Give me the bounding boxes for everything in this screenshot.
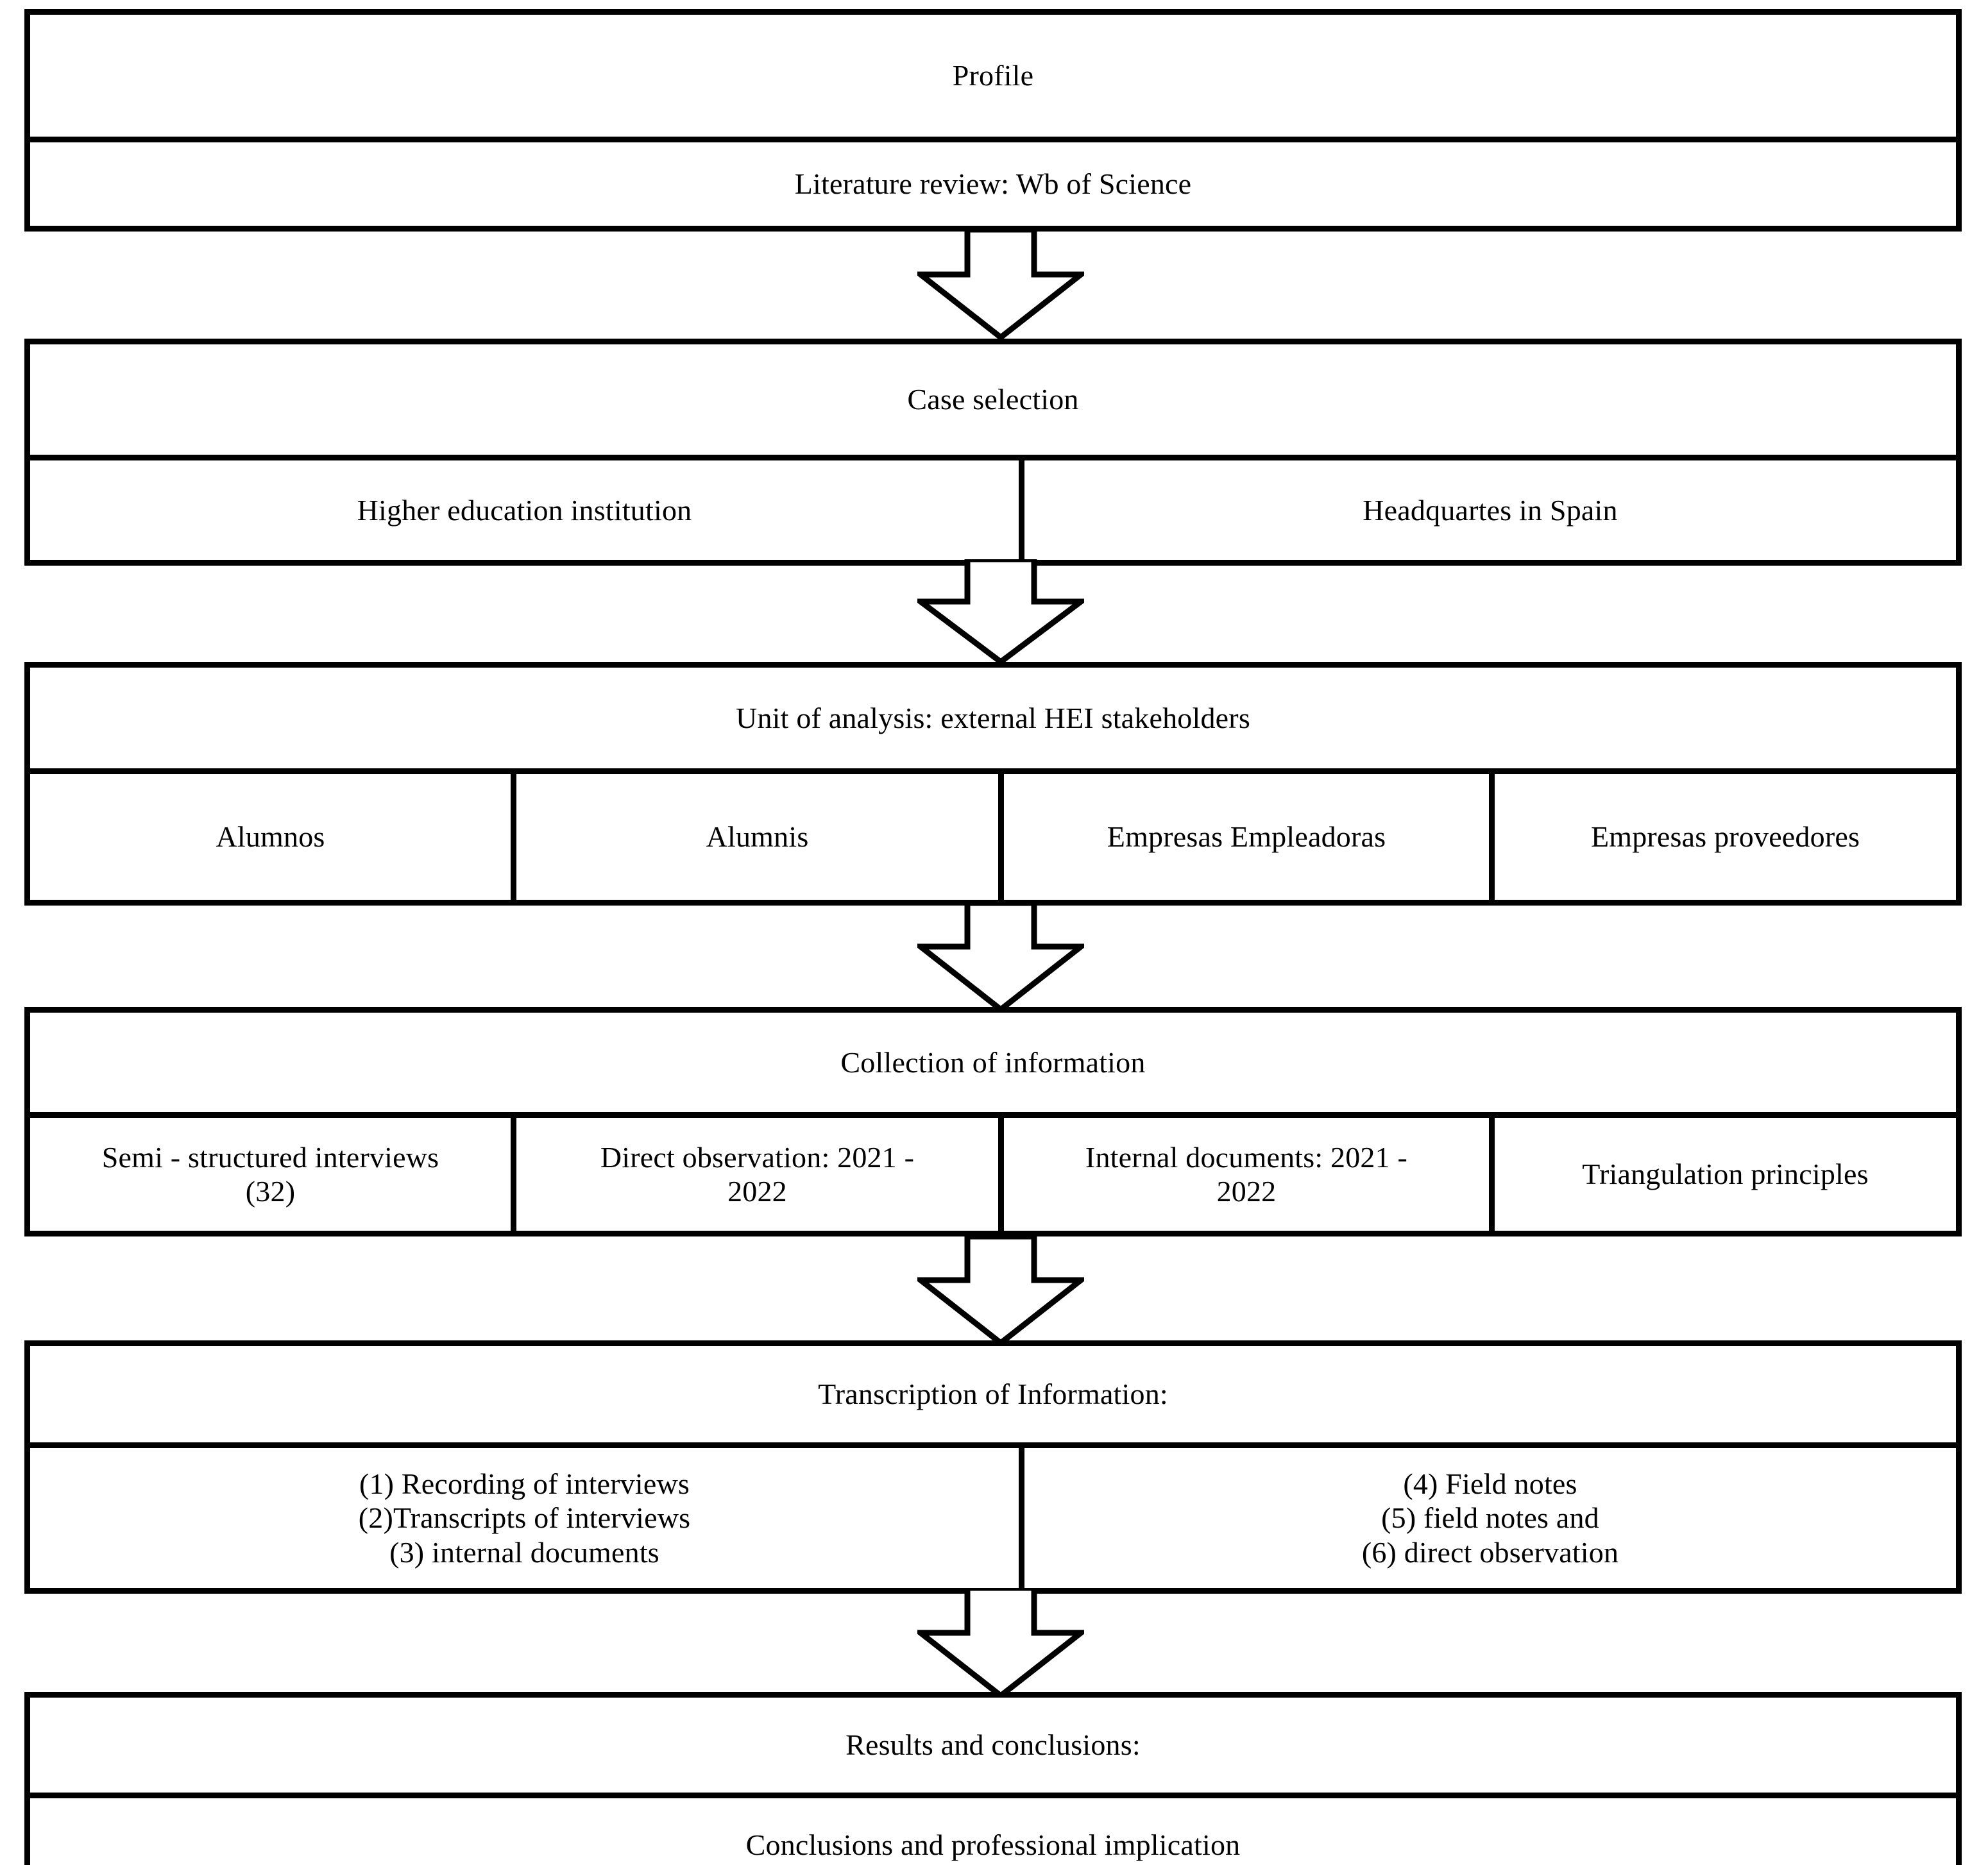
stage-collection-sub-cell-0: Semi - structured interviews (32) xyxy=(30,1118,511,1231)
stage-results-sub-row: Conclusions and professional implication xyxy=(30,1793,1956,1865)
stage-unit-of-analysis: Unit of analysis: external HEI stakehold… xyxy=(24,662,1962,906)
stage-results-sub-label-0: Conclusions and professional implication xyxy=(745,1828,1241,1861)
stage-transcription-header-row: Transcription of Information: xyxy=(30,1346,1956,1442)
stage-results-header-label: Results and conclusions: xyxy=(845,1728,1141,1762)
stage-unit-of-analysis-sub-cell-3: Empresas proveedores xyxy=(1489,774,1956,900)
down-block-arrow-icon xyxy=(912,1585,1090,1700)
stage-transcription-header-label: Transcription of Information: xyxy=(818,1378,1168,1411)
stage-case-selection-header-cell: Case selection xyxy=(30,344,1956,455)
stage-collection-header-row: Collection of information xyxy=(30,1013,1956,1112)
stage-collection-of-information: Collection of information Semi - structu… xyxy=(24,1007,1962,1236)
stage-unit-of-analysis-header-cell: Unit of analysis: external HEI stakehold… xyxy=(30,668,1956,768)
stage-transcription-sub-cell-0: (1) Recording of interviews (2)Transcrip… xyxy=(30,1448,1019,1588)
stage-unit-of-analysis-sub-label-3: Empresas proveedores xyxy=(1590,820,1860,854)
stage-collection-sub-label-3: Triangulation principles xyxy=(1582,1158,1869,1191)
stage-collection-sub-cell-3: Triangulation principles xyxy=(1489,1118,1956,1231)
stage-collection-sub-label-2: Internal documents: 2021 - 2022 xyxy=(1085,1140,1408,1208)
stage-collection-sub-label-0: Semi - structured interviews (32) xyxy=(101,1140,439,1208)
stage-profile-sub-label-0: Literature review: Wb of Science xyxy=(794,167,1192,201)
stage-results-sub-cell-0: Conclusions and professional implication xyxy=(30,1798,1956,1865)
stage-case-selection-header-label: Case selection xyxy=(907,383,1079,416)
stage-case-selection-sub-label-1: Headquartes in Spain xyxy=(1363,493,1618,527)
stage-transcription-sub-label-1: (4) Field notes (5) field notes and (6) … xyxy=(1361,1467,1619,1569)
stage-profile-header-label: Profile xyxy=(952,59,1034,92)
connector-collection-to-transcription xyxy=(912,1233,1090,1347)
stage-unit-of-analysis-sub-label-0: Alumnos xyxy=(216,820,325,854)
stage-transcription-sub-label-0: (1) Recording of interviews (2)Transcrip… xyxy=(358,1467,691,1569)
stage-transcription-header-cell: Transcription of Information: xyxy=(30,1346,1956,1442)
connector-case-selection-to-unit-of-analysis xyxy=(912,556,1090,666)
stage-unit-of-analysis-sub-label-1: Alumnis xyxy=(706,820,809,854)
stage-unit-of-analysis-header-row: Unit of analysis: external HEI stakehold… xyxy=(30,668,1956,768)
stage-unit-of-analysis-sub-cell-0: Alumnos xyxy=(30,774,511,900)
down-block-arrow-icon xyxy=(912,900,1090,1013)
stage-case-selection: Case selection Higher education institut… xyxy=(24,339,1962,566)
connector-unit-of-analysis-to-collection xyxy=(912,900,1090,1013)
stage-profile: Profile Literature review: Wb of Science xyxy=(24,9,1962,232)
stage-profile-header-row: Profile xyxy=(30,15,1956,137)
stage-results-header-cell: Results and conclusions: xyxy=(30,1698,1956,1793)
stage-transcription-sub-cell-1: (4) Field notes (5) field notes and (6) … xyxy=(1019,1448,1956,1588)
stage-case-selection-sub-cell-1: Headquartes in Spain xyxy=(1019,460,1956,560)
down-block-arrow-icon xyxy=(912,1233,1090,1347)
down-block-arrow-icon xyxy=(912,556,1090,666)
connector-profile-to-case-selection xyxy=(912,226,1090,341)
stage-results-and-conclusions: Results and conclusions: Conclusions and… xyxy=(24,1692,1962,1865)
stage-results-header-row: Results and conclusions: xyxy=(30,1698,1956,1793)
down-block-arrow-icon xyxy=(912,226,1090,341)
stage-case-selection-sub-cell-0: Higher education institution xyxy=(30,460,1019,560)
stage-collection-sub-row: Semi - structured interviews (32) Direct… xyxy=(30,1112,1956,1231)
stage-profile-sub-cell-0: Literature review: Wb of Science xyxy=(30,142,1956,226)
stage-collection-header-label: Collection of information xyxy=(840,1045,1146,1079)
stage-unit-of-analysis-sub-label-2: Empresas Empleadoras xyxy=(1107,820,1386,854)
stage-profile-header-cell: Profile xyxy=(30,15,1956,137)
connector-transcription-to-results xyxy=(912,1585,1090,1700)
stage-transcription-of-information: Transcription of Information: (1) Record… xyxy=(24,1340,1962,1594)
stage-case-selection-header-row: Case selection xyxy=(30,344,1956,455)
stage-case-selection-sub-label-0: Higher education institution xyxy=(357,493,692,527)
stage-unit-of-analysis-sub-row: Alumnos Alumnis Empresas Empleadoras Emp… xyxy=(30,768,1956,900)
stage-case-selection-sub-row: Higher education institution Headquartes… xyxy=(30,455,1956,560)
stage-unit-of-analysis-sub-cell-2: Empresas Empleadoras xyxy=(998,774,1489,900)
stage-unit-of-analysis-sub-cell-1: Alumnis xyxy=(511,774,998,900)
stage-collection-header-cell: Collection of information xyxy=(30,1013,1956,1112)
stage-collection-sub-cell-1: Direct observation: 2021 - 2022 xyxy=(511,1118,998,1231)
stage-transcription-sub-row: (1) Recording of interviews (2)Transcrip… xyxy=(30,1442,1956,1588)
stage-profile-sub-row: Literature review: Wb of Science xyxy=(30,137,1956,226)
stage-collection-sub-label-1: Direct observation: 2021 - 2022 xyxy=(600,1140,915,1208)
stage-unit-of-analysis-header-label: Unit of analysis: external HEI stakehold… xyxy=(736,701,1250,734)
stage-collection-sub-cell-2: Internal documents: 2021 - 2022 xyxy=(998,1118,1489,1231)
